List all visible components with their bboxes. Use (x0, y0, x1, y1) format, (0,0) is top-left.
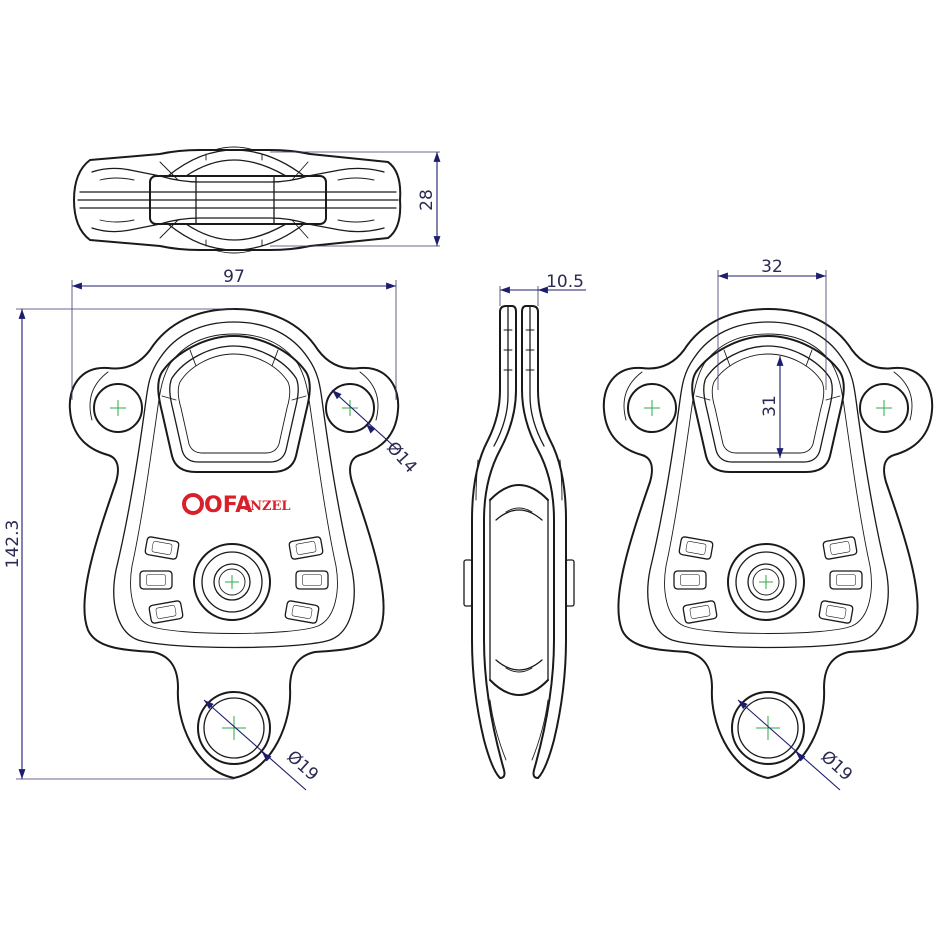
upper-left-hole (93, 383, 143, 433)
dim-side-thickness-label: 10.5 (546, 272, 584, 292)
dimension-upper-hole: Ø14 (331, 389, 421, 477)
dim-opening-width-label: 32 (761, 257, 783, 277)
front-view: OFA INZEL (68, 308, 400, 779)
axle-outer-ring (193, 543, 271, 621)
dimension-front-height: 142.3 (3, 308, 234, 780)
dimension-lower-hole-front: Ø19 (203, 699, 322, 791)
dimension-lower-hole-back: Ø19 (737, 699, 856, 791)
lower-hole (197, 691, 271, 765)
dimension-opening-height: 31 (760, 356, 784, 458)
dim-top-thickness-label: 28 (417, 189, 437, 211)
dimension-side-thickness: 10.5 (499, 272, 586, 306)
side-view (463, 305, 575, 779)
dimension-opening-width: 32 (717, 257, 827, 390)
dim-opening-height-label: 31 (760, 395, 780, 417)
back-view (602, 308, 934, 779)
upper-right-hole (325, 383, 375, 433)
dim-front-height-label: 142.3 (3, 520, 23, 569)
dim-upper-hole-label: Ø14 (382, 438, 420, 477)
logo-text: OFA (204, 493, 252, 518)
dim-front-width-label: 97 (223, 267, 245, 287)
brand-logo: OFA INZEL (182, 493, 291, 518)
dim-lower-hole-back-label: Ø19 (817, 747, 856, 785)
dim-lower-hole-front-label: Ø19 (283, 747, 322, 785)
dimension-front-width: 97 (71, 267, 397, 400)
top-view (73, 146, 402, 254)
model-text: INZEL (244, 499, 291, 514)
dimension-top-thickness: 28 (270, 151, 441, 247)
